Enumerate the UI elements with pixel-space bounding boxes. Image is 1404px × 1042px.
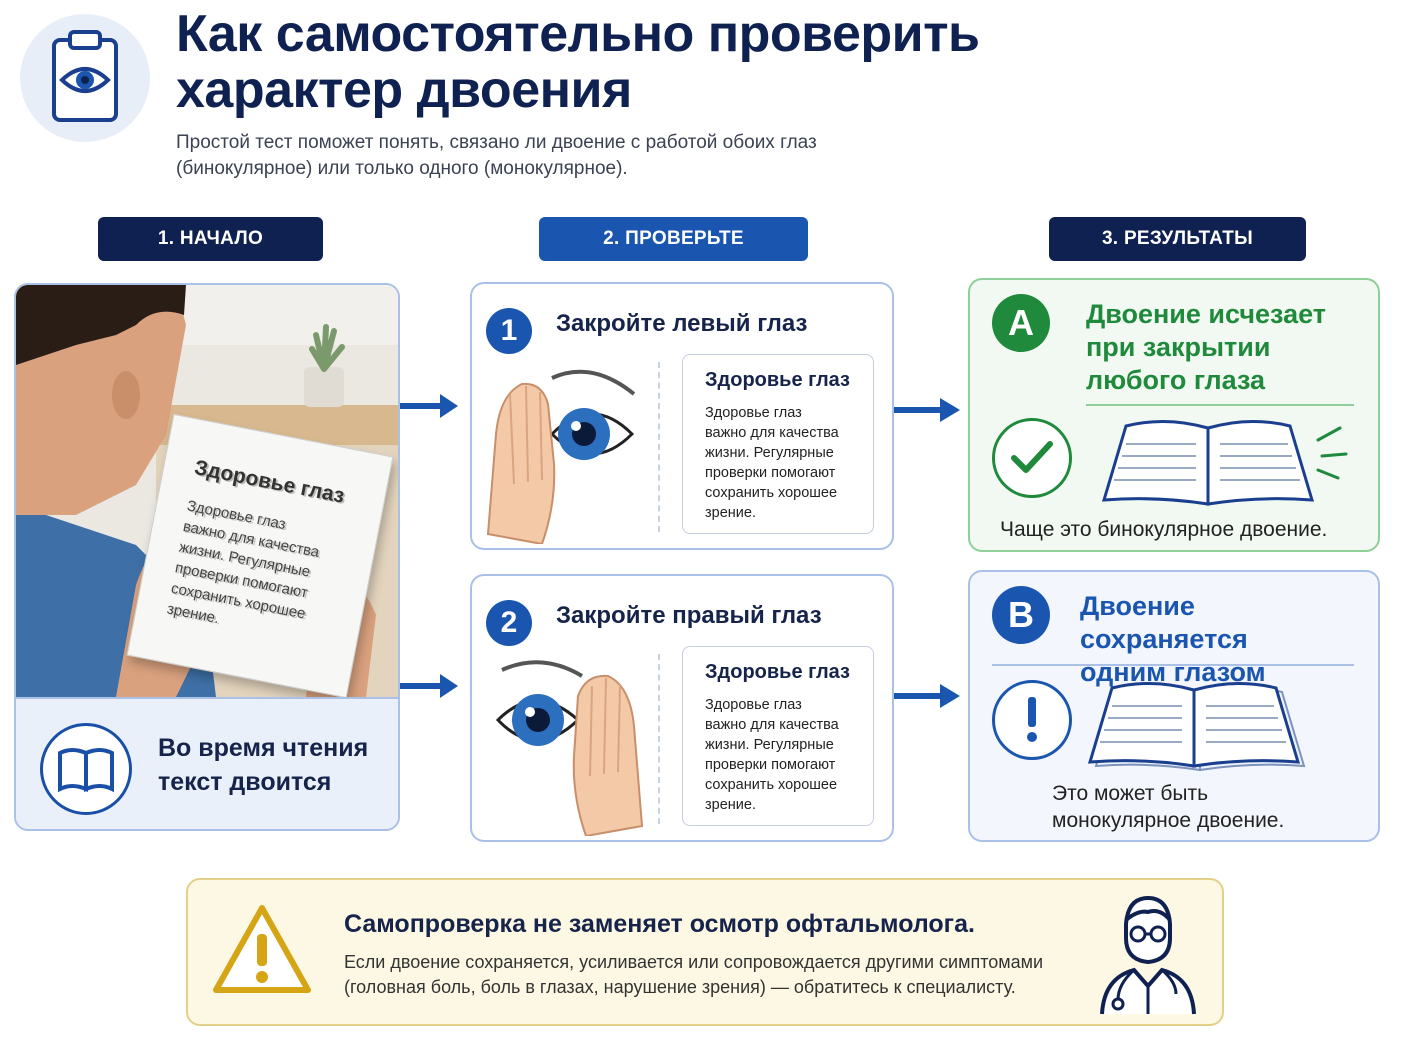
text-card: Здоровье глаз Здоровье глаз важно для ка… (682, 646, 874, 826)
card-title: Здоровье глаз (705, 661, 850, 683)
hand-covering-right-eye-icon (495, 660, 644, 836)
divider (658, 362, 660, 532)
result-a-note: Чаще это бинокулярное двоение. (1000, 518, 1328, 541)
result-b-panel: B Двоение сохраняется одним глазом Это м… (968, 570, 1380, 842)
divider (1086, 404, 1354, 406)
exclamation-icon (992, 680, 1072, 760)
arrow-right-icon (894, 684, 960, 708)
card-text: Здоровье глаз важно для качества жизни. … (705, 697, 839, 813)
step-label-check: 2. ПРОВЕРЬТЕ (539, 217, 808, 261)
warning-text: Если двоение сохраняется, усиливается ил… (344, 952, 1044, 997)
result-b-badge: B (992, 586, 1050, 644)
start-panel: Здоровье глаз Здоровье глаз важно для ка… (14, 283, 400, 831)
step-number-badge: 1 (486, 308, 532, 354)
card-title: Здоровье глаз (705, 369, 850, 391)
check-title: Закройте правый глаз (556, 602, 822, 629)
book-text: Здоровье глаз важно для качества жизни. … (165, 497, 321, 628)
warning-triangle-icon (213, 905, 311, 993)
page-subtitle: Простой тест поможет понять, связано ли … (176, 132, 817, 179)
result-a-panel: A Двоение исчезает при закрытии любого г… (968, 278, 1380, 552)
warning-title: Самопроверка не заменяет осмотр офтальмо… (344, 910, 975, 938)
arrow-right-icon (400, 674, 458, 698)
result-b-title: Двоение сохраняется одним глазом (1080, 591, 1266, 687)
header-logo (20, 14, 150, 142)
book-page: Здоровье глаз Здоровье глаз важно для ка… (126, 413, 394, 699)
step-number-badge: 2 (486, 600, 532, 646)
divider (658, 654, 660, 824)
check-title: Закройте левый глаз (556, 310, 808, 337)
divider (992, 664, 1354, 666)
page-title: Как самостоятельно проверить характер дв… (176, 5, 980, 119)
warning-panel: Самопроверка не заменяет осмотр офтальмо… (186, 878, 1224, 1026)
result-a-title: Двоение исчезает при закрытии любого гла… (1086, 299, 1326, 395)
arrow-right-icon (400, 394, 458, 418)
check-panel-right-eye: 2 Закройте правый глаз Здоровье глаз Здо… (470, 574, 894, 842)
doctor-icon (1100, 895, 1196, 1015)
step-label-start: 1. НАЧАЛО (98, 217, 323, 261)
check-panel-left-eye: 1 Закройте левый глаз Здоровье глаз Здор… (470, 282, 894, 550)
checkmark-icon (992, 418, 1072, 498)
open-book-icon (1087, 682, 1306, 772)
arrow-right-icon (894, 398, 960, 422)
hand-covering-left-eye-icon (486, 369, 636, 544)
result-b-note: Это может быть монокулярное двоение. (1052, 782, 1285, 832)
start-caption-text: Во время чтения текст двоится (158, 734, 369, 796)
text-card: Здоровье глаз Здоровье глаз важно для ка… (682, 354, 874, 534)
open-book-icon (1101, 420, 1348, 506)
reading-person-illustration: Здоровье глаз Здоровье глаз важно для ка… (16, 285, 398, 699)
result-a-badge: A (992, 294, 1050, 352)
start-caption: Во время чтения текст двоится (16, 697, 398, 829)
clipboard-eye-icon (52, 30, 118, 122)
step-label-results: 3. РЕЗУЛЬТАТЫ (1049, 217, 1306, 261)
open-book-icon (40, 723, 132, 815)
card-text: Здоровье глаз важно для качества жизни. … (705, 405, 839, 521)
